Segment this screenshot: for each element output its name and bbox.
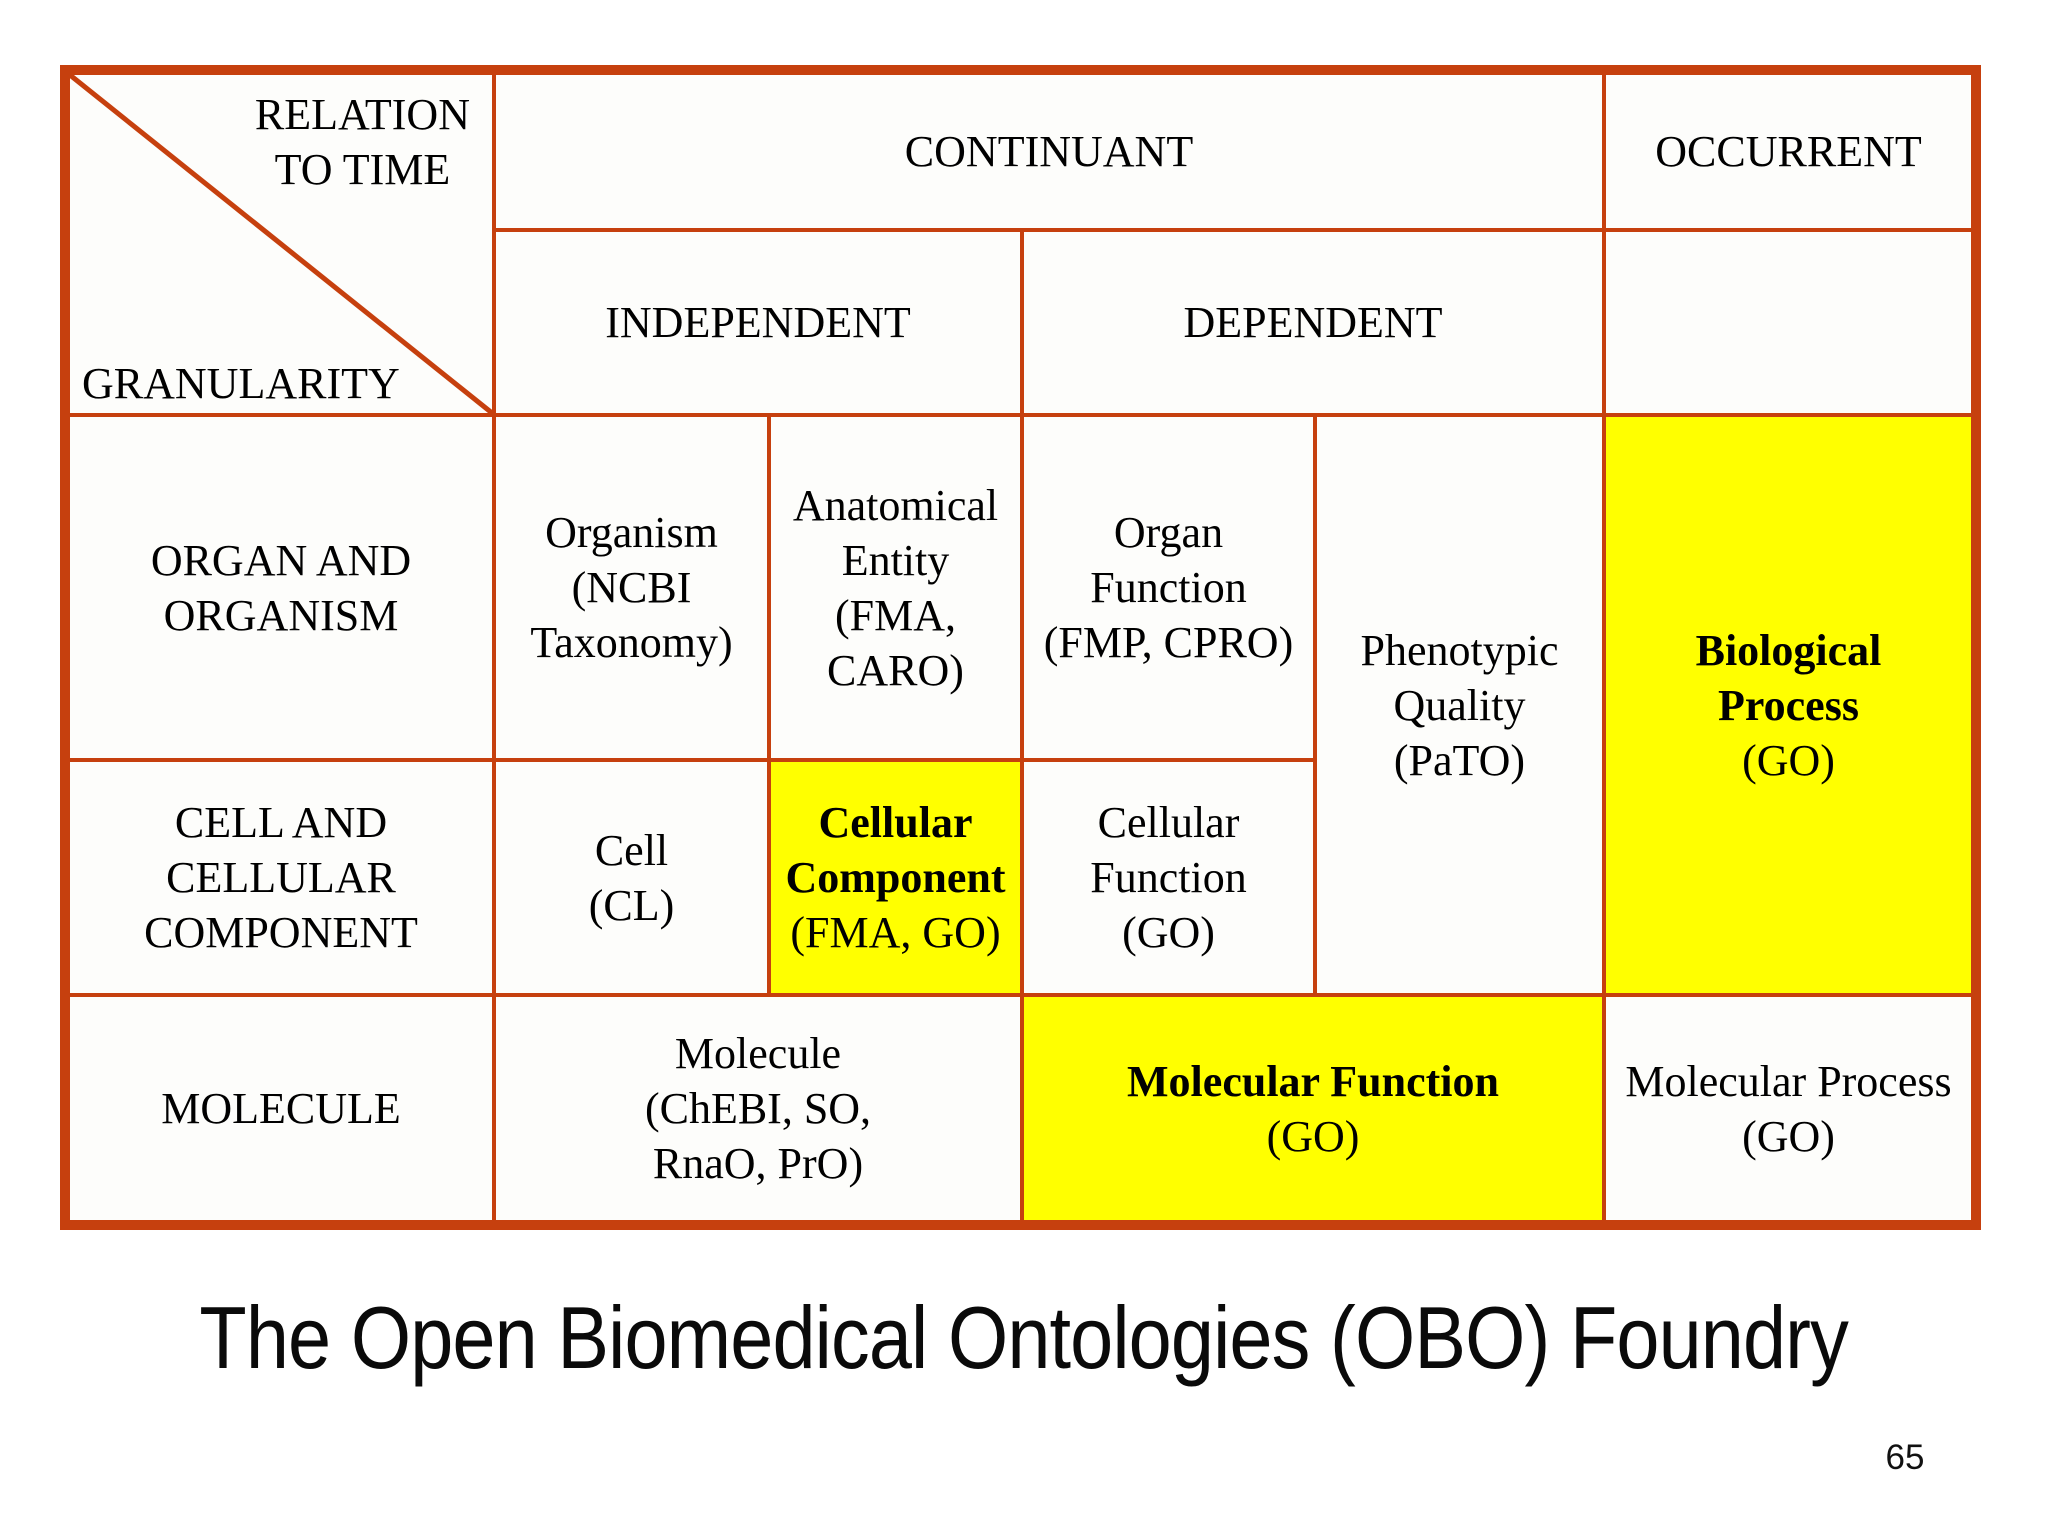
rowlabel-cell-and-cellular-component-label: CELL AND CELLULAR COMPONENT bbox=[144, 798, 418, 957]
cell-molecular-function: Molecular Function (GO) bbox=[1022, 995, 1604, 1222]
cell-phenotypic-quality: Phenotypic Quality (PaTO) bbox=[1315, 415, 1604, 995]
header-occurrent-label: OCCURRENT bbox=[1655, 127, 1922, 176]
cell-biological-process-text: Biological Process (GO) bbox=[1696, 623, 1882, 788]
ontology-name: Molecular Function bbox=[1127, 1056, 1499, 1106]
cell-phenotypic-quality-text: Phenotypic Quality (PaTO) bbox=[1360, 625, 1559, 785]
axis-label-relation-to-time: RELATION TO TIME bbox=[254, 90, 470, 194]
header-continuant-label: CONTINUANT bbox=[904, 127, 1194, 176]
cell-organism-text: Organism (NCBI Taxonomy) bbox=[530, 508, 733, 667]
cell-molecular-function-text: Molecular Function (GO) bbox=[1127, 1054, 1499, 1164]
header-occurrent-subrow-empty bbox=[1604, 230, 1973, 415]
slide-title: The Open Biomedical Ontologies (OBO) Fou… bbox=[0, 1288, 2048, 1387]
ontology-name: Cellular Component bbox=[785, 798, 1006, 902]
ontology-source: (GO) bbox=[1266, 1111, 1360, 1161]
header-dependent-label: DEPENDENT bbox=[1183, 298, 1443, 347]
rowlabel-molecule-label: MOLECULE bbox=[161, 1084, 401, 1133]
page-number: 65 bbox=[1885, 1438, 1925, 1477]
cell-molecule: Molecule (ChEBI, SO, RnaO, PrO) bbox=[494, 995, 1022, 1222]
cell-organism-ncbi-taxonomy: Organism (NCBI Taxonomy) bbox=[494, 415, 769, 760]
cell-cellular-function-text: Cellular Function (GO) bbox=[1090, 798, 1247, 957]
ontology-source: (GO) bbox=[1742, 735, 1835, 785]
rowlabel-molecule: MOLECULE bbox=[68, 995, 494, 1222]
ontology-name: Biological Process bbox=[1695, 625, 1882, 730]
header-dependent: DEPENDENT bbox=[1022, 230, 1604, 415]
ontology-source: (FMA, GO) bbox=[790, 908, 1001, 957]
cell-anatomical-entity: Anatomical Entity (FMA, CARO) bbox=[769, 415, 1022, 760]
header-independent-label: INDEPENDENT bbox=[605, 298, 911, 347]
rowlabel-organ-and-organism-label: ORGAN AND ORGANISM bbox=[150, 535, 412, 640]
cell-organ-function-text: Organ Function (FMP, CPRO) bbox=[1043, 508, 1294, 667]
diagonal-divider-line bbox=[70, 75, 492, 413]
cell-cell-cl: Cell (CL) bbox=[494, 760, 769, 995]
rowlabel-cell-and-cellular-component: CELL AND CELLULAR COMPONENT bbox=[68, 760, 494, 995]
cell-anatomical-entity-text: Anatomical Entity (FMA, CARO) bbox=[792, 480, 999, 695]
cell-organ-function: Organ Function (FMP, CPRO) bbox=[1022, 415, 1315, 760]
header-occurrent: OCCURRENT bbox=[1604, 73, 1973, 230]
slide-title-text: The Open Biomedical Ontologies (OBO) Fou… bbox=[199, 1288, 1849, 1387]
cell-cellular-function: Cellular Function (GO) bbox=[1022, 760, 1315, 995]
cell-molecular-process: Molecular Process (GO) bbox=[1604, 995, 1973, 1222]
ontology-matrix-table: RELATION TO TIME GRANULARITY CONTINUANT … bbox=[60, 65, 1981, 1230]
cell-molecular-process-text: Molecular Process (GO) bbox=[1625, 1056, 1952, 1161]
header-independent: INDEPENDENT bbox=[494, 230, 1022, 415]
axis-label-granularity: GRANULARITY bbox=[82, 359, 400, 408]
cell-corner-axes: RELATION TO TIME GRANULARITY bbox=[68, 73, 494, 415]
header-continuant: CONTINUANT bbox=[494, 73, 1604, 230]
cell-biological-process: Biological Process (GO) bbox=[1604, 415, 1973, 995]
cell-cell-cl-text: Cell (CL) bbox=[588, 825, 675, 930]
rowlabel-organ-and-organism: ORGAN AND ORGANISM bbox=[68, 415, 494, 760]
cell-molecule-text: Molecule (ChEBI, SO, RnaO, PrO) bbox=[644, 1029, 872, 1188]
cell-cellular-component-text: Cellular Component (FMA, GO) bbox=[785, 795, 1005, 960]
cell-cellular-component: Cellular Component (FMA, GO) bbox=[769, 760, 1022, 995]
